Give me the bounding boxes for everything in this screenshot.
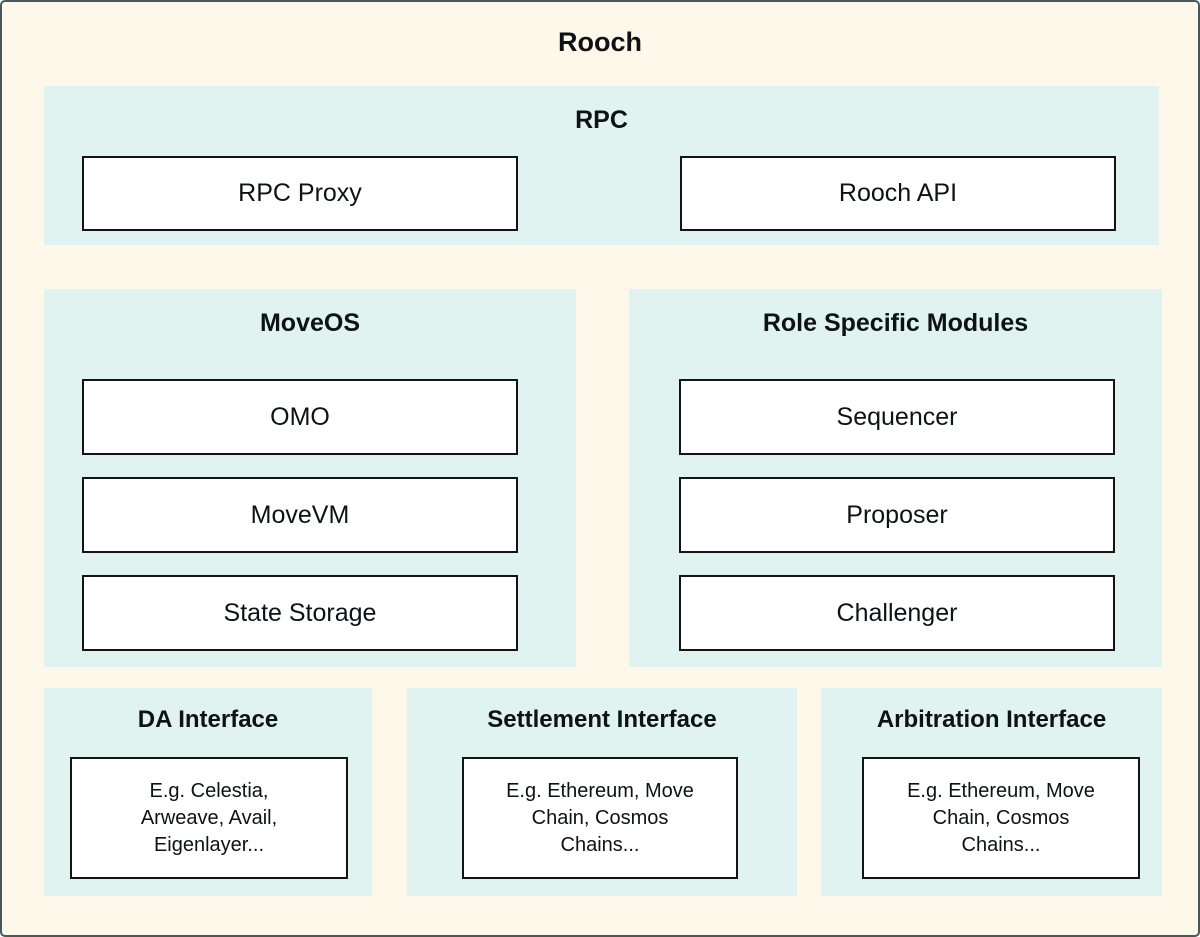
box-rooch-api: Rooch API [680,156,1116,231]
section-arbitration-interface: Arbitration Interface E.g. Ethereum, Mov… [821,688,1162,896]
section-da-interface: DA Interface E.g. Celestia, Arweave, Ava… [44,688,372,896]
section-moveos: MoveOS OMO MoveVM State Storage [44,289,576,667]
section-title-role-specific-modules: Role Specific Modules [762,309,1029,337]
box-rpc-proxy: RPC Proxy [82,156,518,231]
diagram-title: Rooch [558,27,642,57]
section-role-specific-modules: Role Specific Modules Sequencer Proposer… [629,289,1162,667]
section-title-da-interface: DA Interface [137,706,279,733]
box-da-examples: E.g. Celestia, Arweave, Avail, Eigenlaye… [70,757,348,879]
box-state-storage: State Storage [82,575,518,651]
section-title-rpc: RPC [575,106,628,134]
box-omo: OMO [82,379,518,455]
box-movevm: MoveVM [82,477,518,553]
box-arbitration-examples: E.g. Ethereum, Move Chain, Cosmos Chains… [862,757,1140,879]
section-settlement-interface: Settlement Interface E.g. Ethereum, Move… [407,688,797,896]
section-title-settlement-interface: Settlement Interface [487,706,717,733]
section-title-arbitration-interface: Arbitration Interface [876,706,1107,733]
box-proposer: Proposer [679,477,1115,553]
section-title-moveos: MoveOS [259,309,361,337]
box-sequencer: Sequencer [679,379,1115,455]
section-rpc: RPC RPC Proxy Rooch API [44,86,1159,245]
box-settlement-examples: E.g. Ethereum, Move Chain, Cosmos Chains… [462,757,738,879]
box-challenger: Challenger [679,575,1115,651]
